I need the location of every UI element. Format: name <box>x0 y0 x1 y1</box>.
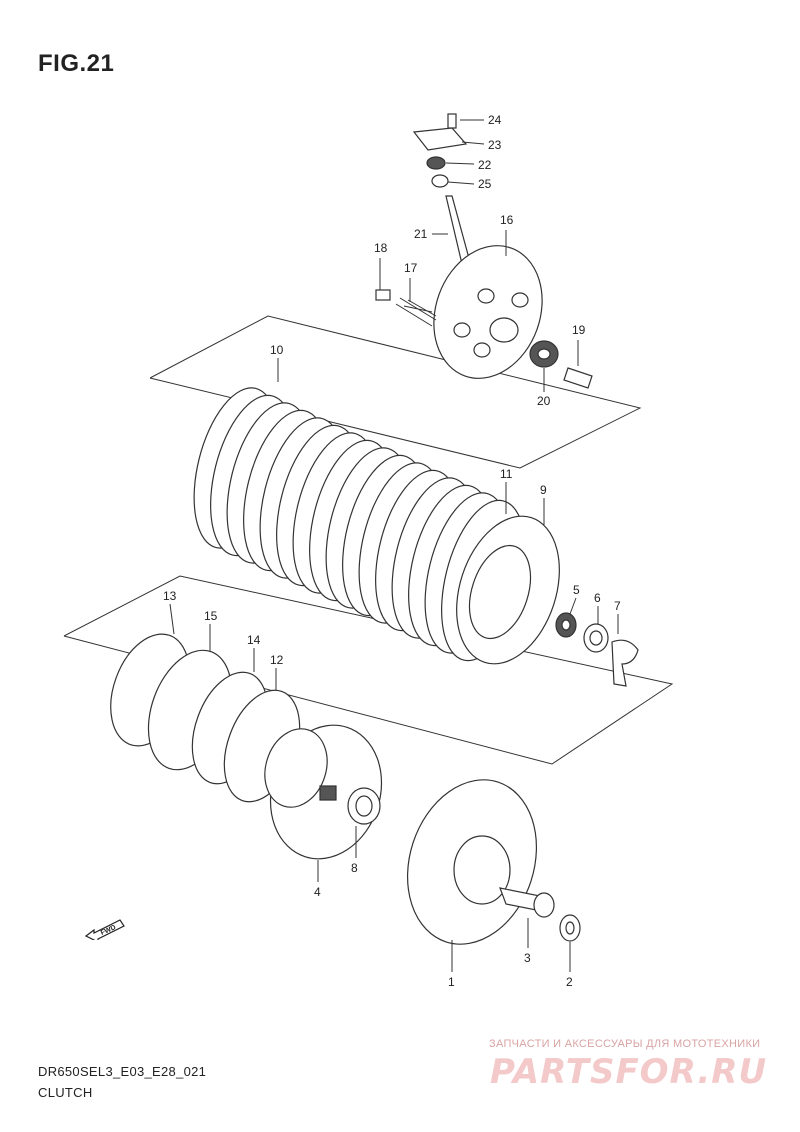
bracket-23-shape <box>412 127 468 151</box>
callout-11: 11 <box>500 467 513 481</box>
figure-title: FIG.21 <box>38 50 115 77</box>
callout-6: 6 <box>594 591 601 605</box>
plate-stack <box>193 387 526 662</box>
callout-1: 1 <box>448 975 455 989</box>
plate-group-frame <box>149 315 642 469</box>
callout-19: 19 <box>572 323 586 337</box>
pressure-plate-boss <box>453 322 471 338</box>
housing-spline <box>319 785 337 801</box>
callout-17: 17 <box>404 261 418 275</box>
spacer-8-bore <box>355 795 373 817</box>
model-code: DR650SEL3_E03_E28_021 <box>38 1064 207 1079</box>
callout-13: 13 <box>163 589 177 603</box>
washer-6-bore <box>589 630 603 646</box>
watermark-logo: PARTSFOR.RU <box>490 1052 768 1092</box>
watermark-tagline: ЗАПЧАСТИ И АКСЕССУАРЫ ДЛЯ МОТОТЕХНИКИ <box>489 1038 761 1050</box>
leader-lines <box>169 119 619 972</box>
callout-22: 22 <box>478 158 492 172</box>
section-name: CLUTCH <box>38 1085 93 1100</box>
cap-25-shape <box>431 174 449 188</box>
bearing-20-bore <box>537 348 551 360</box>
callout-15: 15 <box>204 609 218 623</box>
pressure-plate <box>433 245 543 379</box>
callout-23: 23 <box>488 138 502 152</box>
nut-22-shape <box>426 156 446 170</box>
sleeve-3-end <box>533 892 555 918</box>
callout-5: 5 <box>573 583 580 597</box>
spring-group-frame <box>63 575 674 765</box>
housing-gear-teeth <box>264 728 328 808</box>
callout-16: 16 <box>500 213 514 227</box>
pressure-plate-16-shape <box>433 245 543 379</box>
bolt-24-shape <box>447 113 457 129</box>
pressure-plate-boss <box>473 342 491 358</box>
fwd-label: FWD <box>100 924 117 937</box>
callout-8: 8 <box>351 861 358 875</box>
lifter-assembly <box>412 113 471 265</box>
pressure-plate-boss <box>477 288 495 304</box>
pressure-plate-boss <box>511 292 529 308</box>
callout-12: 12 <box>270 653 284 667</box>
bolt-19-shape <box>563 367 593 389</box>
lock-washer-7-shape <box>611 639 639 687</box>
fwd-arrow-icon: FWD <box>84 919 125 940</box>
clutch-hub <box>456 515 560 665</box>
lifter-rod-21-shape <box>445 195 471 265</box>
pressure-plate-hub <box>489 317 519 343</box>
nut-5-bore <box>561 619 571 631</box>
callout-18: 18 <box>374 241 388 255</box>
callout-10: 10 <box>270 343 284 357</box>
callout-4: 4 <box>314 885 321 899</box>
callout-14: 14 <box>247 633 261 647</box>
clutch-basket-hub <box>453 835 511 905</box>
callout-25: 25 <box>478 177 492 191</box>
clutch-hub-inner <box>468 544 532 640</box>
callout-9: 9 <box>540 483 547 497</box>
callout-24: 24 <box>488 113 502 127</box>
callout-21: 21 <box>414 227 428 241</box>
callout-2: 2 <box>566 975 573 989</box>
callout-3: 3 <box>524 951 531 965</box>
spring-17-shape <box>395 297 437 327</box>
callout-20: 20 <box>537 394 551 408</box>
bolt-18-shape <box>375 289 391 301</box>
callout-7: 7 <box>614 599 621 613</box>
washer-2-bore <box>565 921 575 935</box>
